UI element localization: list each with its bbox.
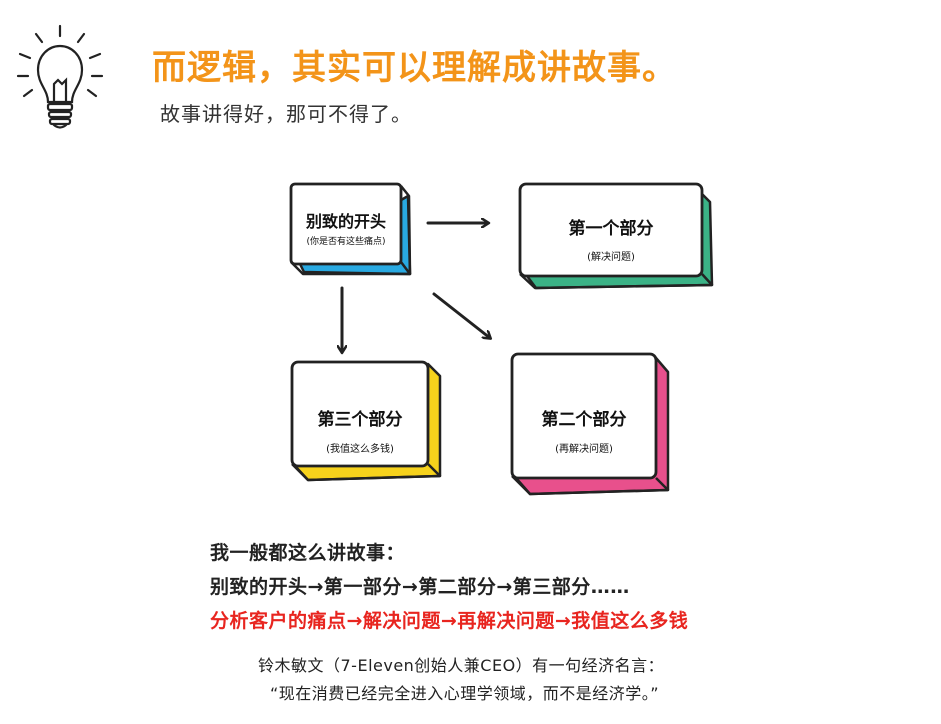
summary-line-1: 我一般都这么讲故事： [210,542,406,564]
node-part2-label: 第二个部分 [541,410,627,430]
node-opening-sub: (你是否有这些痛点) [306,237,386,247]
quote-line-2: “现在消费已经完全进入心理学领域，而不是经济学。” [270,684,660,703]
node-part1 [518,182,714,290]
arrow-opening-to-part2 [432,292,490,338]
summary-line-2: 别致的开头→第一部分→第二部分→第三部分…… [210,576,630,598]
lightbulb-icon [16,24,104,129]
node-opening-label: 别致的开头 [305,212,386,231]
node-part3-sub: (我值这么多钱) [326,444,394,455]
node-opening [289,182,412,276]
summary-line-3: 分析客户的痛点→解决问题→再解决问题→我值这么多钱 [210,610,689,632]
node-part1-sub: (解决问题) [587,252,635,263]
node-part1-label: 第一个部分 [568,219,654,239]
quote-line-1: 铃木敏文（7-Eleven创始人兼CEO）有一句经济名言： [258,656,665,675]
page-subtitle: 故事讲得好，那可不得了。 [160,102,412,126]
page-title: 而逻辑，其实可以理解成讲故事。 [152,48,677,88]
node-part2-sub: (再解决问题) [555,444,613,455]
node-part3-label: 第三个部分 [317,410,403,430]
node-part3 [290,360,442,482]
node-part2 [510,352,670,496]
